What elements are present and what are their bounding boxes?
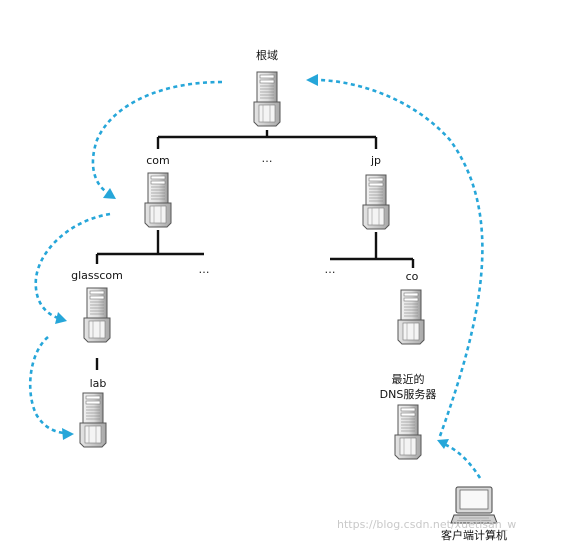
query-arrows (28, 74, 484, 479)
arrow-com-to-glasscom-head (55, 312, 67, 324)
arrow-root-to-com-head (103, 188, 116, 199)
root-server-icon (253, 71, 281, 127)
jp-server-icon (362, 174, 390, 230)
glasscom-server-icon (83, 287, 111, 343)
lab-server-icon (79, 392, 107, 448)
com-label: com (146, 154, 170, 167)
arrow-dns-to-root (315, 78, 484, 437)
nearest-dns-server-icon (394, 404, 422, 460)
lab-label: lab (90, 377, 107, 390)
com-server-icon (144, 172, 172, 228)
arrow-glasscom-to-lab-head (62, 428, 74, 440)
jp-level-ellipsis: … (325, 263, 336, 276)
arrow-client-to-dns-head (437, 439, 449, 449)
arrow-com-to-glasscom (34, 212, 111, 320)
arrow-glasscom-to-lab (28, 336, 65, 435)
watermark-text: https://blog.csdn.net/xuetisan_w (337, 518, 516, 531)
com-level-ellipsis: … (199, 263, 210, 276)
glasscom-label: glasscom (71, 269, 123, 282)
arrow-client-to-dns (443, 442, 482, 479)
client-computer-label: 客户端计算机 (441, 528, 507, 542)
nearest-dns-label-line2: DNS服务器 (380, 388, 437, 401)
root-domain-label: 根域 (256, 48, 278, 62)
co-label: co (406, 270, 419, 283)
root-level-ellipsis: … (262, 152, 273, 165)
nearest-dns-label-line1: 最近的 (392, 372, 425, 386)
tree-connectors (95, 130, 415, 370)
arrow-dns-to-root-head (306, 74, 318, 86)
co-server-icon (397, 289, 425, 345)
jp-label: jp (370, 154, 381, 167)
